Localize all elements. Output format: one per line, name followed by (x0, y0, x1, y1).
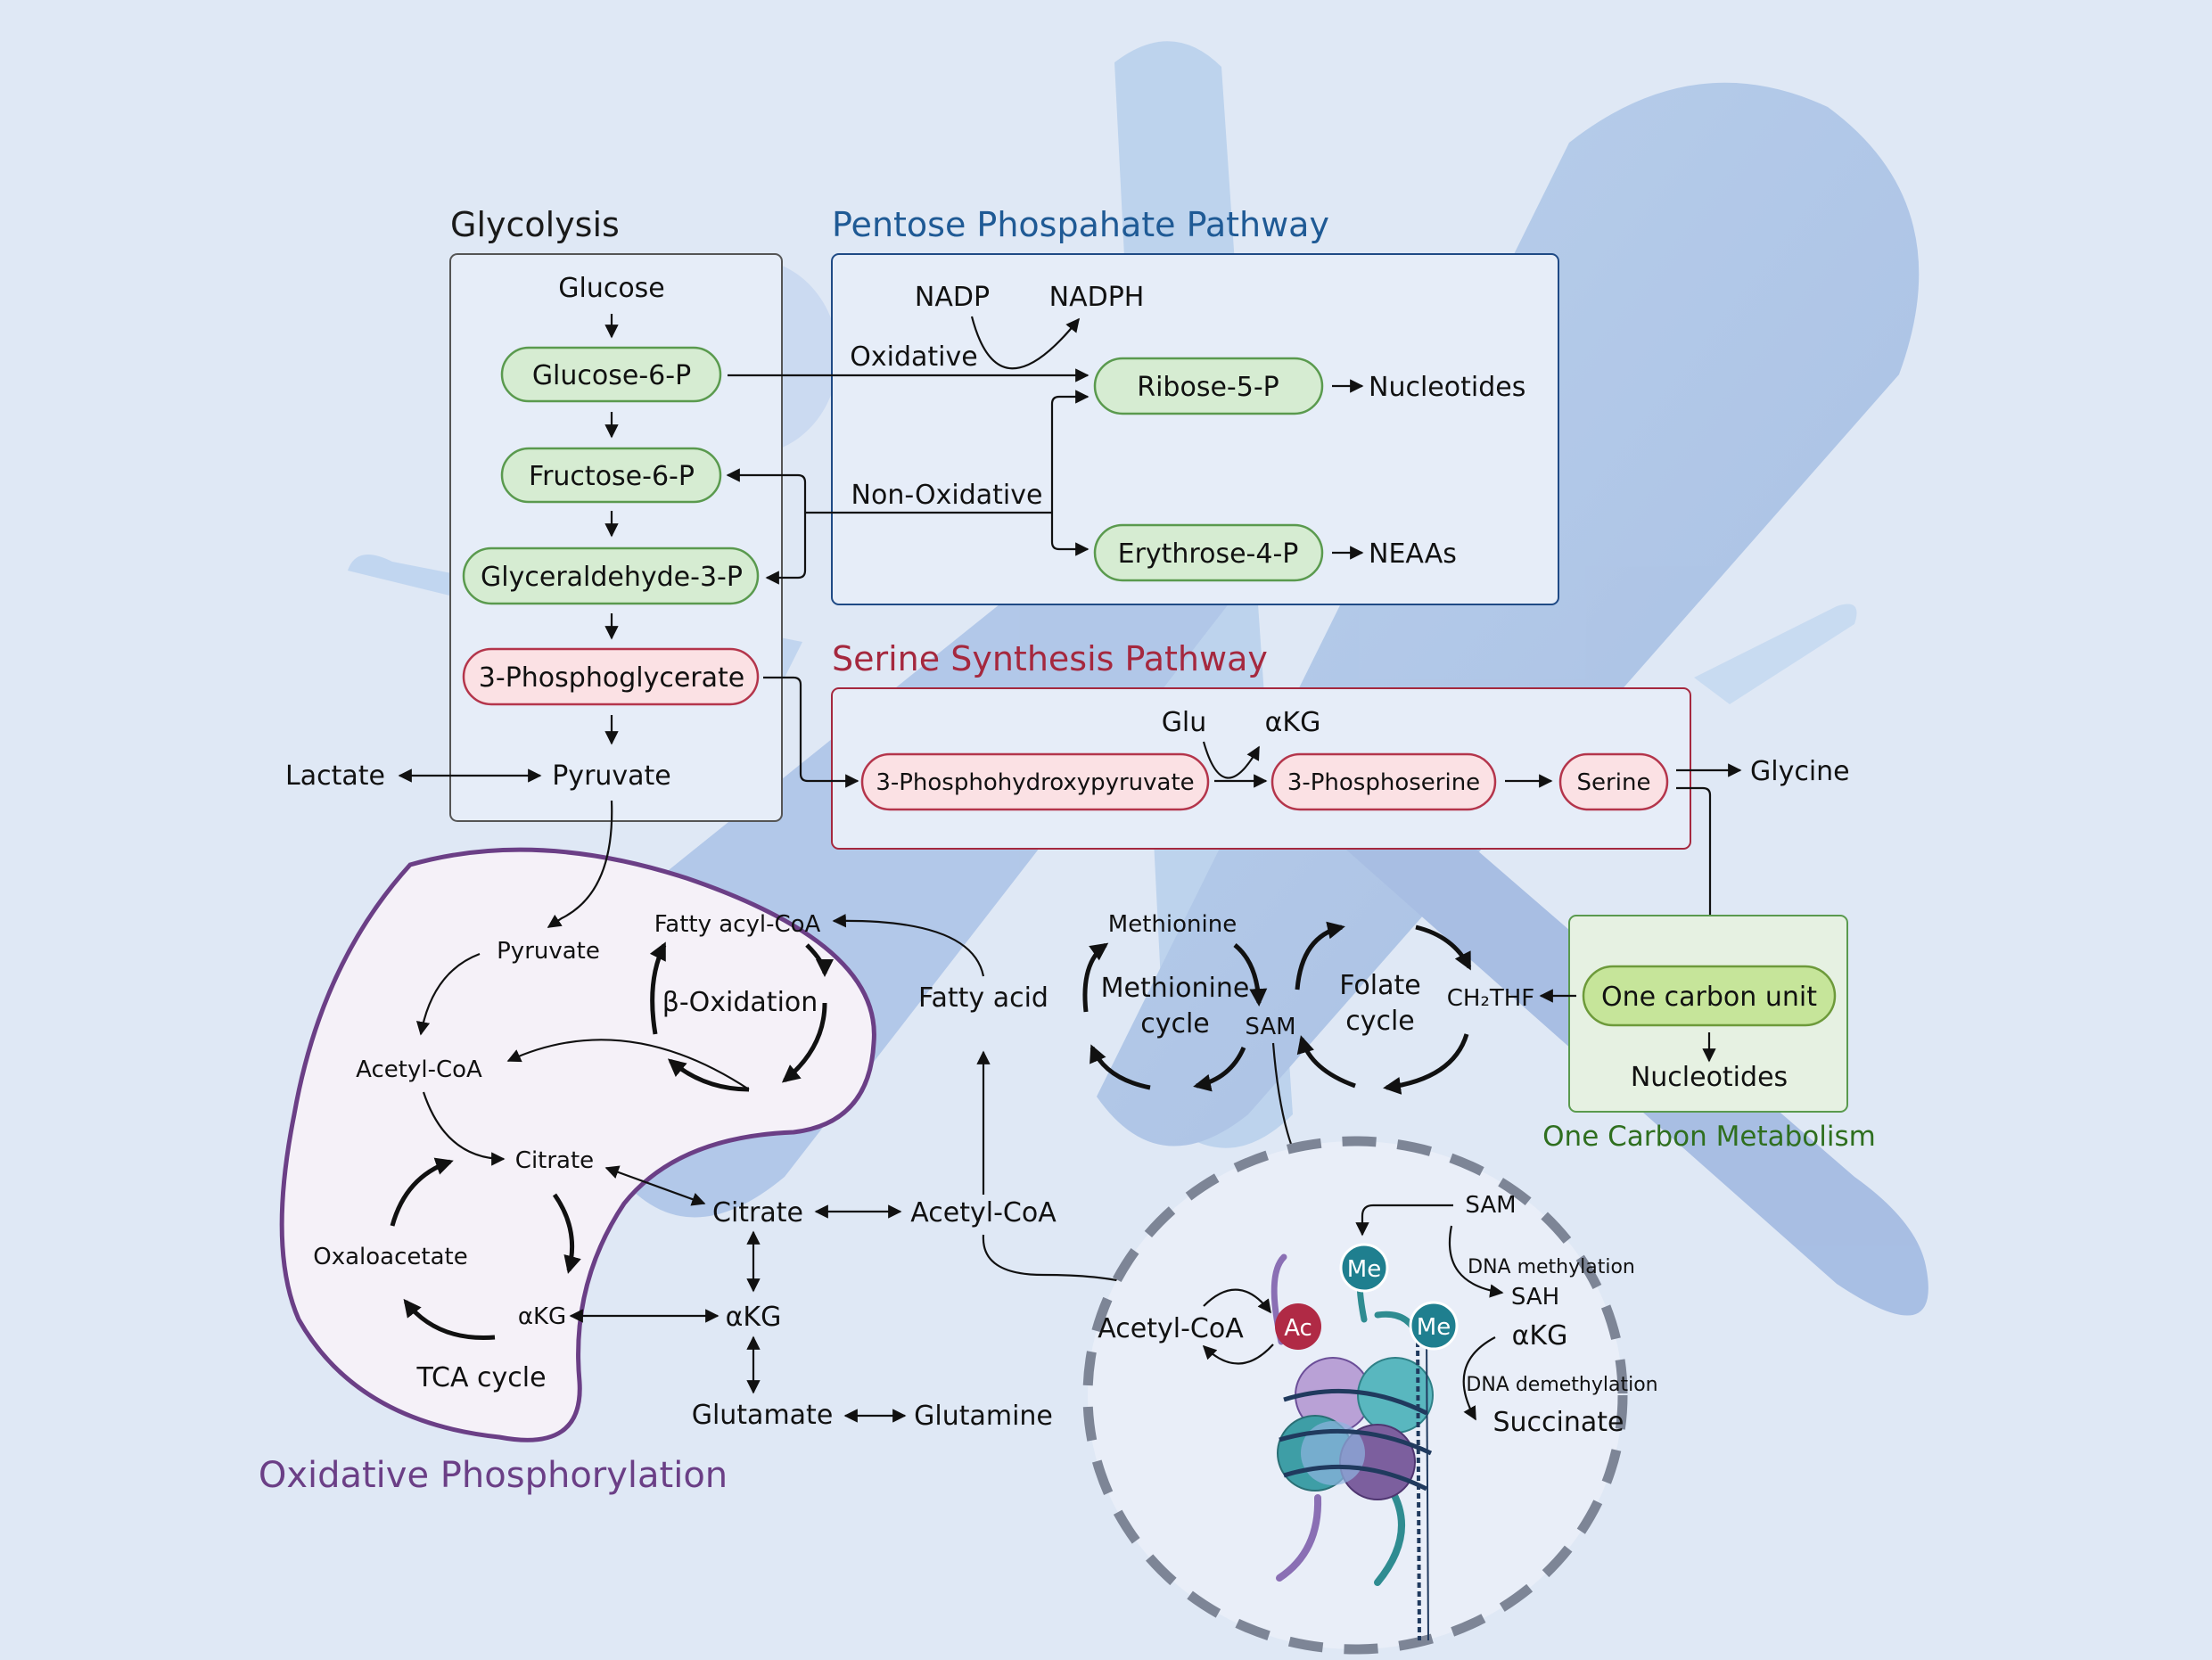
ribose-5-p-label: Ribose-5-P (1137, 372, 1279, 403)
3-phosphohydroxypyruvate-label: 3-Phosphohydroxypyruvate (876, 769, 1194, 796)
mito-citrate-label: Citrate (515, 1147, 594, 1174)
serine-label: Serine (1577, 769, 1651, 796)
neaas-label: NEAAs (1369, 538, 1457, 570)
one-carbon-unit-node (1582, 965, 1837, 1027)
ribose-5-p-node (1093, 357, 1324, 415)
beta-oxidation-arrows (649, 941, 834, 1092)
glucose-6-p-node (500, 346, 722, 403)
beta-oxidation-label: β-Oxidation (662, 987, 818, 1018)
me-label-2: Me (1417, 1314, 1451, 1341)
methionine-cycle-label-1: Methionine (1101, 973, 1250, 1004)
one-carbon-title: One Carbon Metabolism (1542, 1121, 1876, 1153)
glycine-label: Glycine (1750, 756, 1850, 787)
glucose-6-p-label: Glucose-6-P (532, 360, 691, 391)
glucose-label: Glucose (558, 273, 665, 304)
lactate-label: Lactate (285, 760, 385, 792)
3-phosphohydroxypyruvate-node (860, 752, 1210, 811)
dna-demethylation-label: DNA demethylation (1466, 1374, 1657, 1396)
glutamate-label: Glutamate (692, 1400, 834, 1431)
glycolysis-title: Glycolysis (450, 205, 620, 244)
cytosol-akg-label: αKG (726, 1302, 782, 1333)
sam-cycle-label: SAM (1245, 1014, 1295, 1040)
methionine-cycle-label-2: cycle (1140, 1008, 1210, 1040)
oxaloacetate-label: Oxaloacetate (313, 1244, 467, 1270)
methionine-cycle-arrows (1082, 942, 1268, 1092)
3-phosphoserine-label: 3-Phosphoserine (1287, 769, 1480, 796)
mito-akg-label: αKG (518, 1303, 566, 1330)
ch2thf-label: CH₂THF (1447, 985, 1535, 1012)
one-carbon-unit-label: One carbon unit (1601, 982, 1817, 1013)
mito-acetyl-label: Acetyl-CoA (356, 1056, 482, 1083)
3-phosphoglycerate-label: 3-Phosphoglycerate (479, 662, 744, 694)
3-phosphoglycerate-node (462, 647, 760, 706)
serine-title: Serine Synthesis Pathway (832, 639, 1268, 678)
mitochondrion (279, 847, 876, 1442)
tca-cycle-arrows (390, 1157, 581, 1340)
folate-cycle-arrows (1295, 921, 1472, 1095)
me-label-1: Me (1347, 1256, 1381, 1283)
glutamine-label: Glutamine (914, 1401, 1053, 1432)
chromatin-illustration (1270, 1253, 1434, 1641)
3-phosphoserine-node (1270, 752, 1497, 811)
succinate-label: Succinate (1493, 1407, 1624, 1438)
ppp-box (831, 253, 1559, 605)
erythrose-4-p-node (1093, 523, 1324, 582)
mito-pyruvate-label: Pyruvate (497, 938, 600, 965)
non-oxidative-label: Non-Oxidative (851, 480, 1043, 511)
serine-node (1558, 752, 1669, 811)
oxphos-title: Oxidative Phosphorylation (259, 1455, 728, 1496)
pyruvate-label: Pyruvate (552, 760, 671, 792)
nucleus-akg-label: αKG (1512, 1320, 1568, 1352)
nadph-label: NADPH (1049, 282, 1145, 313)
nucleus-sam-label: SAM (1465, 1192, 1516, 1219)
acetyl-mark-icon (1275, 1303, 1321, 1350)
glu-label: Glu (1162, 707, 1207, 738)
nucleotides-ppp-label: Nucleotides (1369, 372, 1525, 403)
nucleus-acetyl-label: Acetyl-CoA (1098, 1313, 1244, 1344)
nucleotides-oc-label: Nucleotides (1631, 1062, 1788, 1093)
ppp-title: Pentose Phospahate Pathway (832, 205, 1329, 244)
folate-cycle-label-2: cycle (1345, 1006, 1415, 1037)
dna-methylation-label: DNA methylation (1468, 1256, 1635, 1278)
glyceraldehyde-3-p-label: Glyceraldehyde-3-P (481, 562, 743, 593)
oxidative-label: Oxidative (850, 341, 977, 373)
glycolysis-box (449, 253, 783, 822)
akg-serine-label: αKG (1265, 707, 1321, 738)
methionine-label: Methionine (1108, 911, 1237, 938)
methyl-mark-icon-2 (1409, 1301, 1459, 1351)
tca-cycle-label: TCA cycle (415, 1362, 546, 1393)
methyl-mark-icon-1 (1339, 1243, 1389, 1293)
fructose-6-p-node (500, 447, 722, 504)
cytosol-citrate-label: Citrate (712, 1197, 803, 1229)
erythrose-4-p-label: Erythrose-4-P (1118, 538, 1299, 570)
ac-label: Ac (1284, 1315, 1312, 1342)
cytosol-acetyl-label: Acetyl-CoA (910, 1197, 1057, 1229)
folate-cycle-label-1: Folate (1339, 970, 1420, 1001)
fatty-acid-label: Fatty acid (918, 982, 1048, 1014)
sah-label: SAH (1511, 1284, 1559, 1311)
fatty-acyl-coa-label: Fatty acyl-CoA (654, 911, 821, 938)
fructose-6-p-label: Fructose-6-P (529, 461, 695, 492)
nadp-label: NADP (915, 282, 990, 313)
